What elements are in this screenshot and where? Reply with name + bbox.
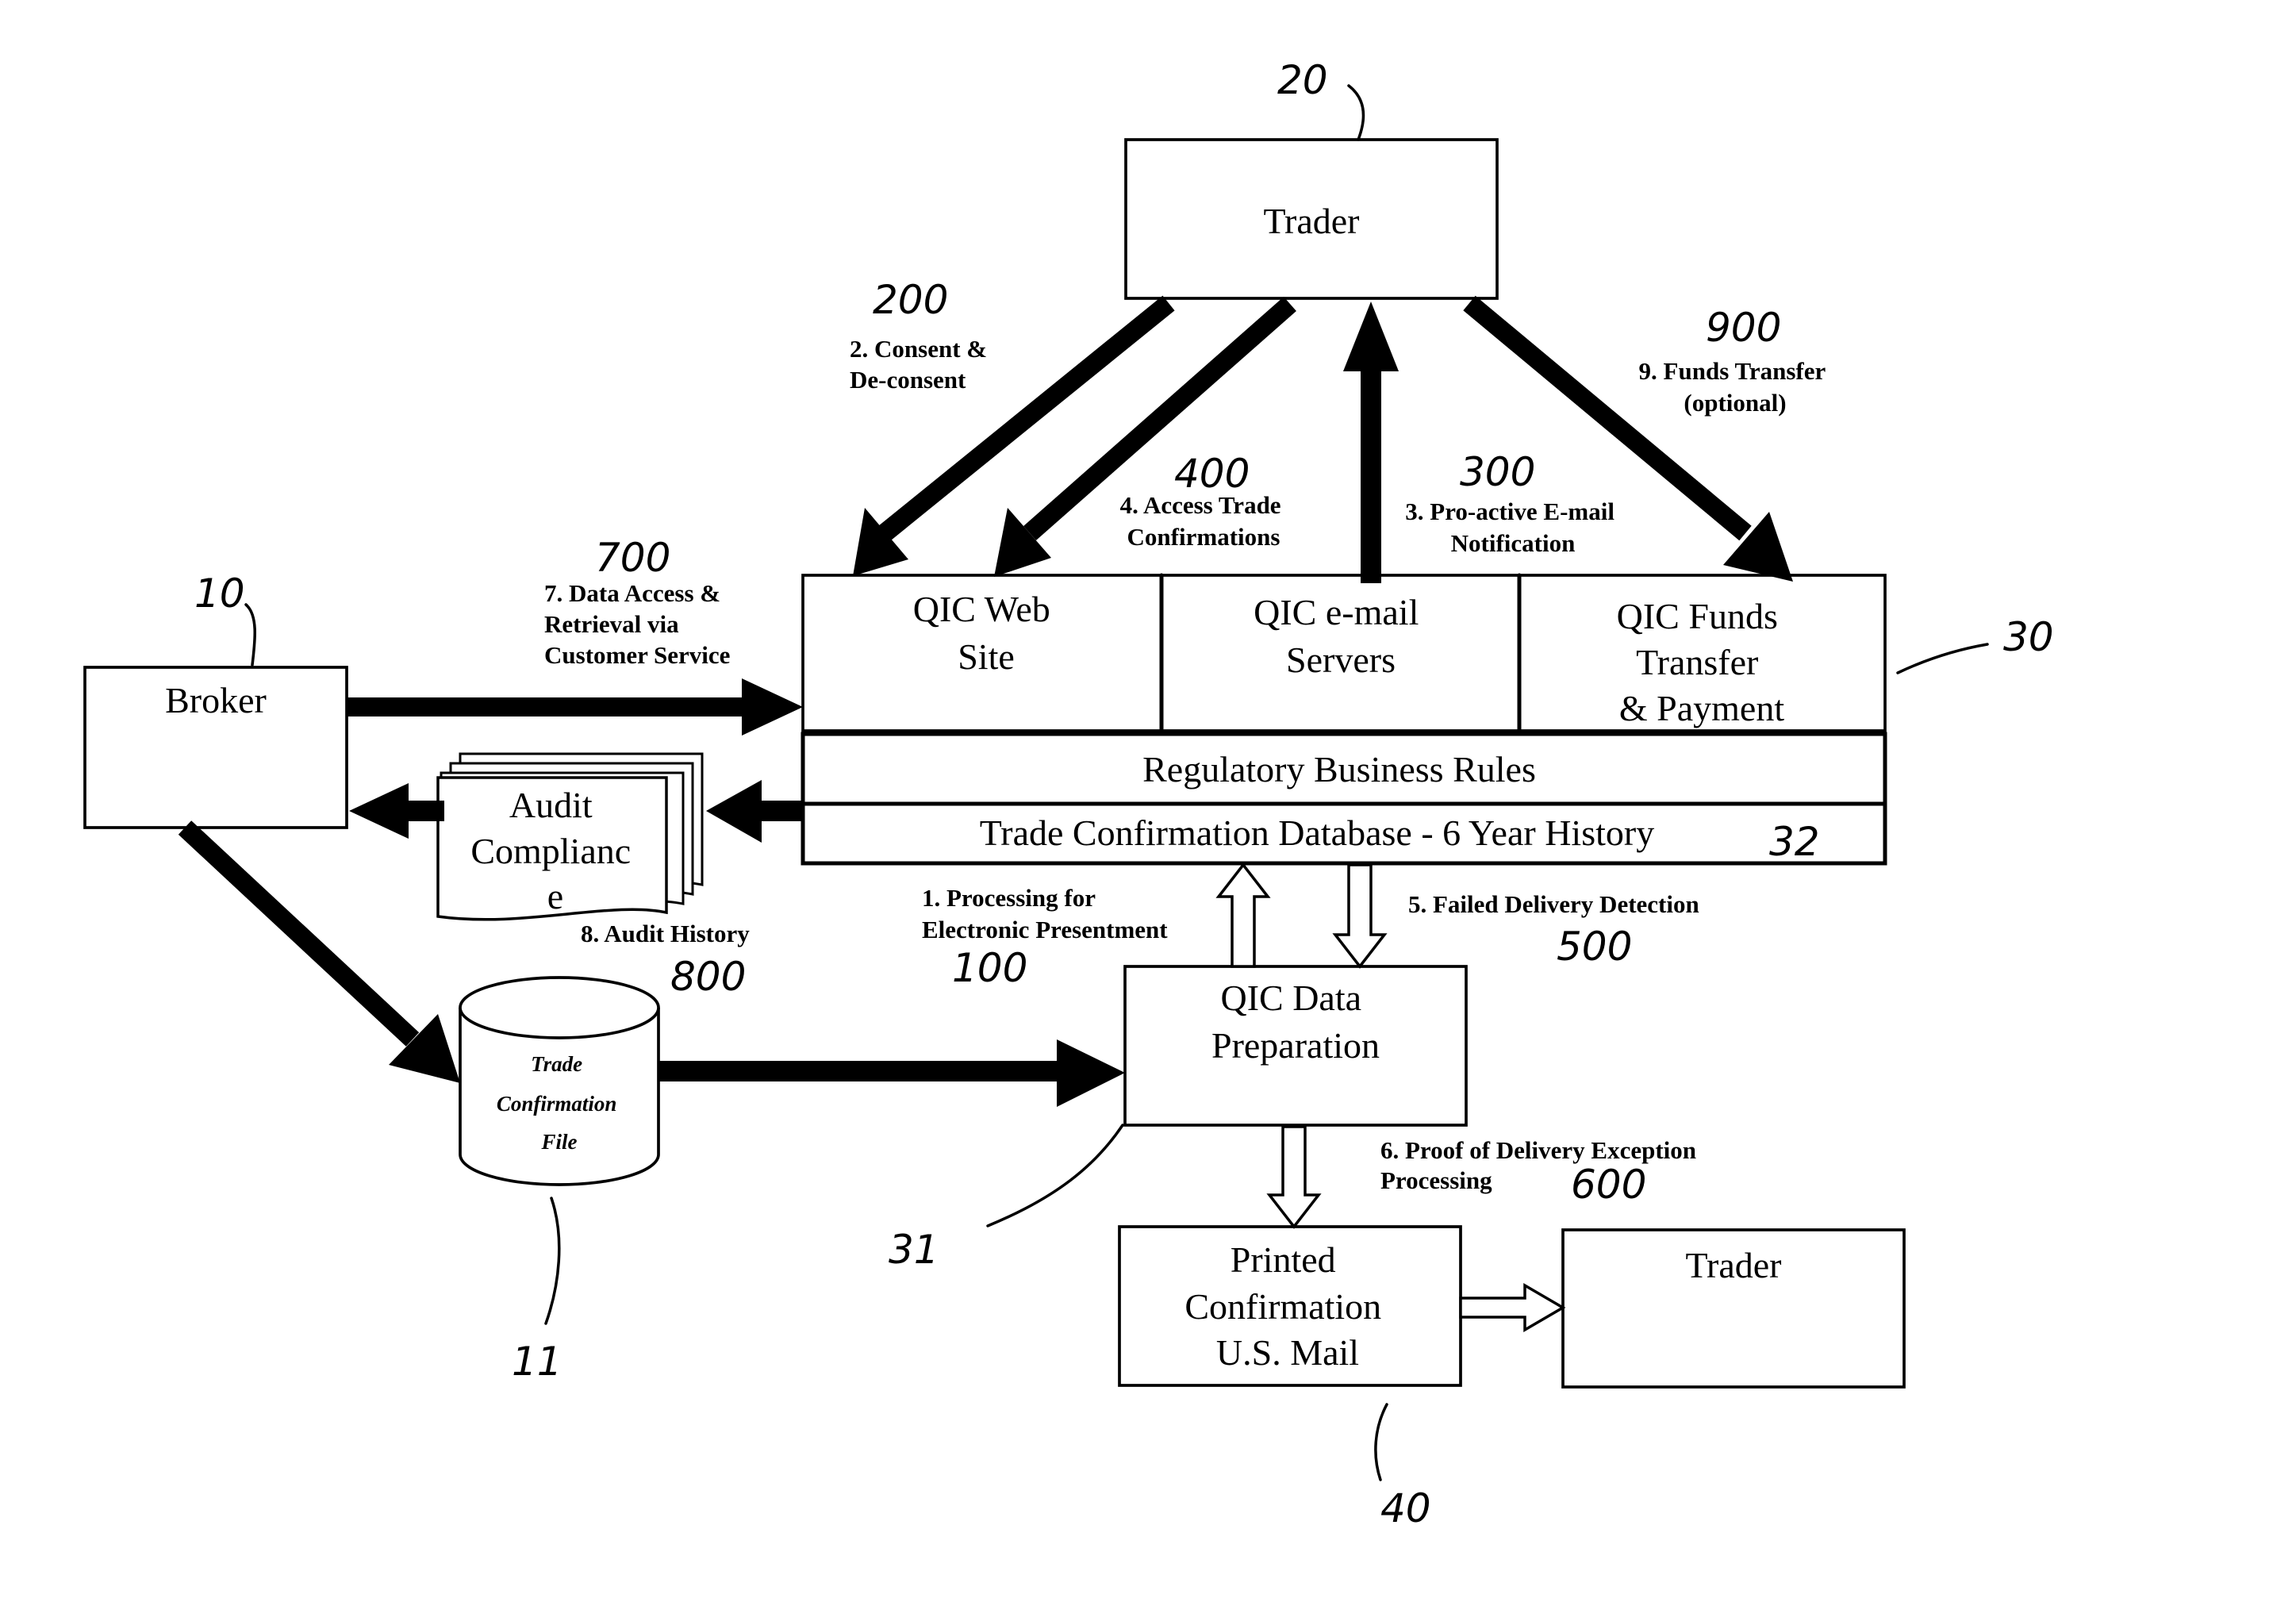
arrow-email-head (1343, 302, 1399, 371)
arrow-mail-trader (1461, 1285, 1563, 1330)
ref-10: 10 (194, 570, 245, 617)
flow-8-label: 8. Audit History (581, 920, 750, 947)
ref-500: 500 (1557, 924, 1632, 970)
flow-1-label: 1. Processing for Electronic Presentment (922, 884, 1168, 943)
qic-funds-transfer-label: QIC Funds Transfer & Payment (1617, 596, 1787, 728)
flow-4-label: 4. Access Trade Confirmations (1120, 491, 1288, 551)
trader-bottom-label: Trader (1686, 1245, 1782, 1285)
ref-11: 11 (512, 1339, 562, 1385)
ref-30: 30 (2003, 614, 2054, 660)
arrow-processing (1219, 865, 1268, 966)
flow-2-label: 2. Consent & De-consent (850, 335, 993, 394)
ref-900: 900 (1706, 305, 1781, 351)
arrow-file-prep-head (1057, 1039, 1125, 1107)
ref-31: 31 (889, 1227, 939, 1273)
arrow-broker-file (185, 828, 413, 1039)
ref-300: 300 (1460, 449, 1535, 495)
arrow-data-access-head (742, 678, 803, 736)
flow-9-label: 9. Funds Transfer (optional) (1639, 357, 1832, 417)
trade-db-label: Trade Confirmation Database - 6 Year His… (980, 813, 1654, 853)
flow-7-label: 7. Data Access & Retrieval via Customer … (544, 579, 730, 669)
ref-400: 400 (1174, 451, 1250, 497)
ref-40: 40 (1380, 1485, 1431, 1531)
arrow-proof-delivery (1269, 1127, 1319, 1227)
arrow-audit-in-head (706, 780, 762, 843)
arrow-failed-delivery (1335, 865, 1384, 966)
ref-200: 200 (873, 277, 948, 323)
flow-3-label: 3. Pro-active E-mail Notification (1405, 498, 1620, 557)
arrow-audit-out-head (349, 783, 409, 839)
broker-label: Broker (165, 680, 267, 720)
ref-100: 100 (952, 945, 1027, 991)
ref-700: 700 (595, 535, 670, 581)
ref-600: 600 (1571, 1162, 1646, 1208)
ref-800: 800 (670, 954, 746, 1000)
flow-6-label: 6. Proof of Delivery Exception Processin… (1380, 1136, 1703, 1194)
ref-20: 20 (1277, 57, 1328, 103)
trader-top-label: Trader (1264, 201, 1360, 241)
reg-rules-label: Regulatory Business Rules (1142, 749, 1536, 789)
flow-5-label: 5. Failed Delivery Detection (1408, 890, 1699, 918)
ref-32: 32 (1769, 819, 1820, 865)
